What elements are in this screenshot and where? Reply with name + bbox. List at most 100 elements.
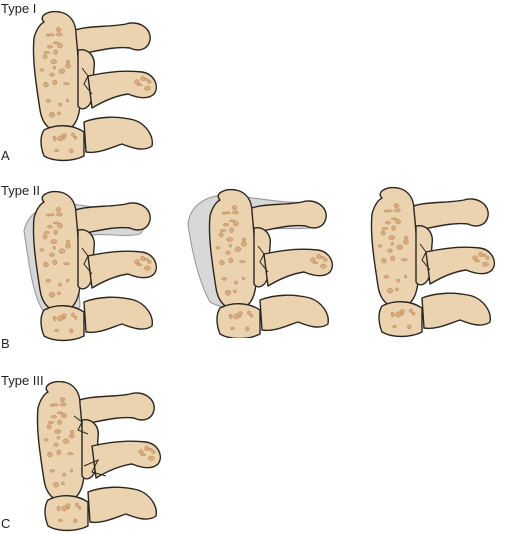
trabecular-cavity [474,259,481,263]
trabecular-cavity [69,148,74,154]
trabecular-cavity [59,397,66,403]
type-ii-illustration-1 [14,186,164,344]
fracture-line [419,243,431,271]
trabecular-cavity [64,63,71,69]
trabecular-cavity [401,258,408,262]
trabecular-cavity [232,210,239,215]
trabecular-cavity [73,315,78,320]
type-ii-illustration-3 [352,182,506,340]
vertebrae-group [187,188,334,338]
trabecular-cavity [234,246,242,252]
trabecular-cavity [144,445,149,452]
trabecular-cavity [50,414,57,419]
trabecular-cavity [396,244,404,250]
trabecular-cavity [39,68,45,72]
trabecular-cavity [134,259,140,265]
trabecular-cavity [228,219,236,223]
trabecular-cavity [61,481,65,486]
trabecular-cavity [57,506,61,512]
trabecular-cavity [411,311,416,316]
trabecular-cavity [56,435,60,440]
trabecular-cavity [49,72,55,77]
fracture-line [81,67,93,95]
trabecular-cavity [228,243,232,248]
c3-posterior-elements [421,292,491,330]
trabecular-cavity [230,326,235,330]
vertebrae-group [370,186,496,338]
trabecular-cavity [65,239,71,244]
trabecular-cavity [54,328,59,332]
trabecular-cavity [42,234,48,240]
trabecular-cavity [402,239,409,245]
cervical-spine-type-ii-2 [187,188,334,338]
atlas-posterior-arch [69,392,155,425]
trabecular-cavity [388,235,396,240]
trabecular-cavity [57,291,61,296]
trabecular-cavity [73,518,78,524]
trabecular-cavity [396,278,401,283]
c3-posterior-elements [259,294,329,332]
trabecular-cavity [226,237,234,242]
trabecular-cavity [57,42,63,49]
trabecular-cavity [482,261,489,267]
trabecular-cavity [71,312,75,318]
trabecular-cavity [399,309,405,314]
trabecular-cavity [47,33,55,37]
trabecular-cavity [390,241,394,246]
trabecular-cavity [53,316,57,322]
trabecular-cavity [316,253,321,260]
trabecular-cavity [53,229,58,235]
trabecular-cavity [391,225,396,231]
trabecular-cavity [151,450,156,454]
c3-vertebral-body [40,125,85,162]
trabecular-cavity [239,260,246,264]
c3-vertebral-body [378,301,423,338]
atlas-posterior-arch [65,22,151,55]
trabecular-cavity [140,453,147,457]
trabecular-cavity [134,79,140,85]
trabecular-cavity [233,289,237,294]
trabecular-cavity [320,263,327,269]
trabecular-cavity [395,287,399,292]
trabecular-cavity [147,80,152,84]
cervical-spine-type-iii [36,380,162,532]
trabecular-cavity [67,452,74,456]
trabecular-cavity [57,419,62,425]
trabecular-cavity [381,227,389,230]
trabecular-cavity [71,132,75,138]
trabecular-cavity [391,312,395,318]
trabecular-cavity [43,51,51,54]
vertebrae-group [23,190,158,342]
trabecular-cavity [75,502,79,508]
panel-c-label: C [1,516,11,531]
fracture-line-dens-base [73,415,89,435]
trabecular-cavity [240,241,247,247]
trabecular-cavity [52,79,58,86]
trabecular-cavity [219,260,225,266]
trabecular-cavity [407,324,412,330]
c3-posterior-elements [83,116,153,154]
trabecular-cavity [392,324,397,328]
trabecular-cavity [247,310,251,316]
type-iii-label: Type III [1,373,44,388]
trabecular-cavity [58,68,66,74]
trabecular-cavity [395,311,402,318]
atlas-posterior-arch [241,200,327,233]
trabecular-cavity [61,133,67,138]
c3-vertebral-body [40,305,85,342]
trabecular-cavity [68,433,75,439]
trabecular-cavity [50,239,58,244]
trabecular-cavity [46,424,52,430]
trabecular-cavity [478,251,483,258]
trabecular-cavity [138,449,144,455]
trabecular-cavity [43,82,49,88]
trabecular-cavity [48,291,56,298]
trabecular-cavity [385,209,393,213]
trabecular-cavity [65,503,71,508]
trabecular-cavity [219,229,227,232]
trabecular-cavity [58,248,66,254]
trabecular-cavity [57,222,63,229]
atlas-posterior-arch [65,202,151,235]
vertebrae-group [36,380,162,532]
trabecular-cavity [52,245,56,250]
